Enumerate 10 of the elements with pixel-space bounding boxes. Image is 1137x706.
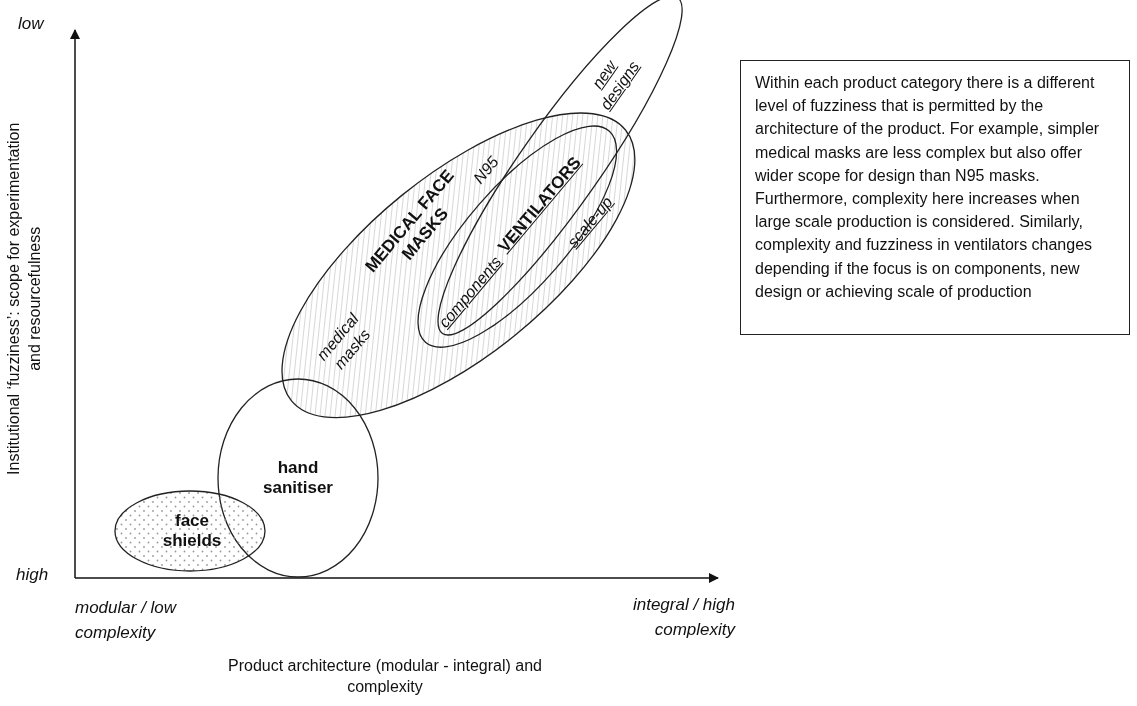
axis-title: Institutional ‘fuzziness’: scope for experimentation and resourcefulness: [4, 121, 44, 477]
note-box: [740, 60, 1130, 335]
note-text: Within each product category there is a different level of fuzziness that is permitted by the architecture of the product. For example, simpler medical masks are less complex but also offer wider scope for design than N95 masks. Furthermore, complexity here increases when large scale production is considered. Similarly, complexity and fuzziness in ventilators changes depending if the focus is on components, new design or achieving scale of production: [755, 73, 1101, 302]
axis-title: Product architecture (modular - integral) and complexity: [227, 656, 543, 697]
axis-end-label: modular / low complexity: [75, 597, 178, 644]
axis-end-label: low: [18, 13, 44, 35]
category-label: hand sanitiser: [262, 457, 334, 499]
axis-end-label: integral / high complexity: [631, 594, 735, 641]
axis-end-label: high: [16, 564, 49, 586]
category-label: face shields: [161, 510, 223, 552]
